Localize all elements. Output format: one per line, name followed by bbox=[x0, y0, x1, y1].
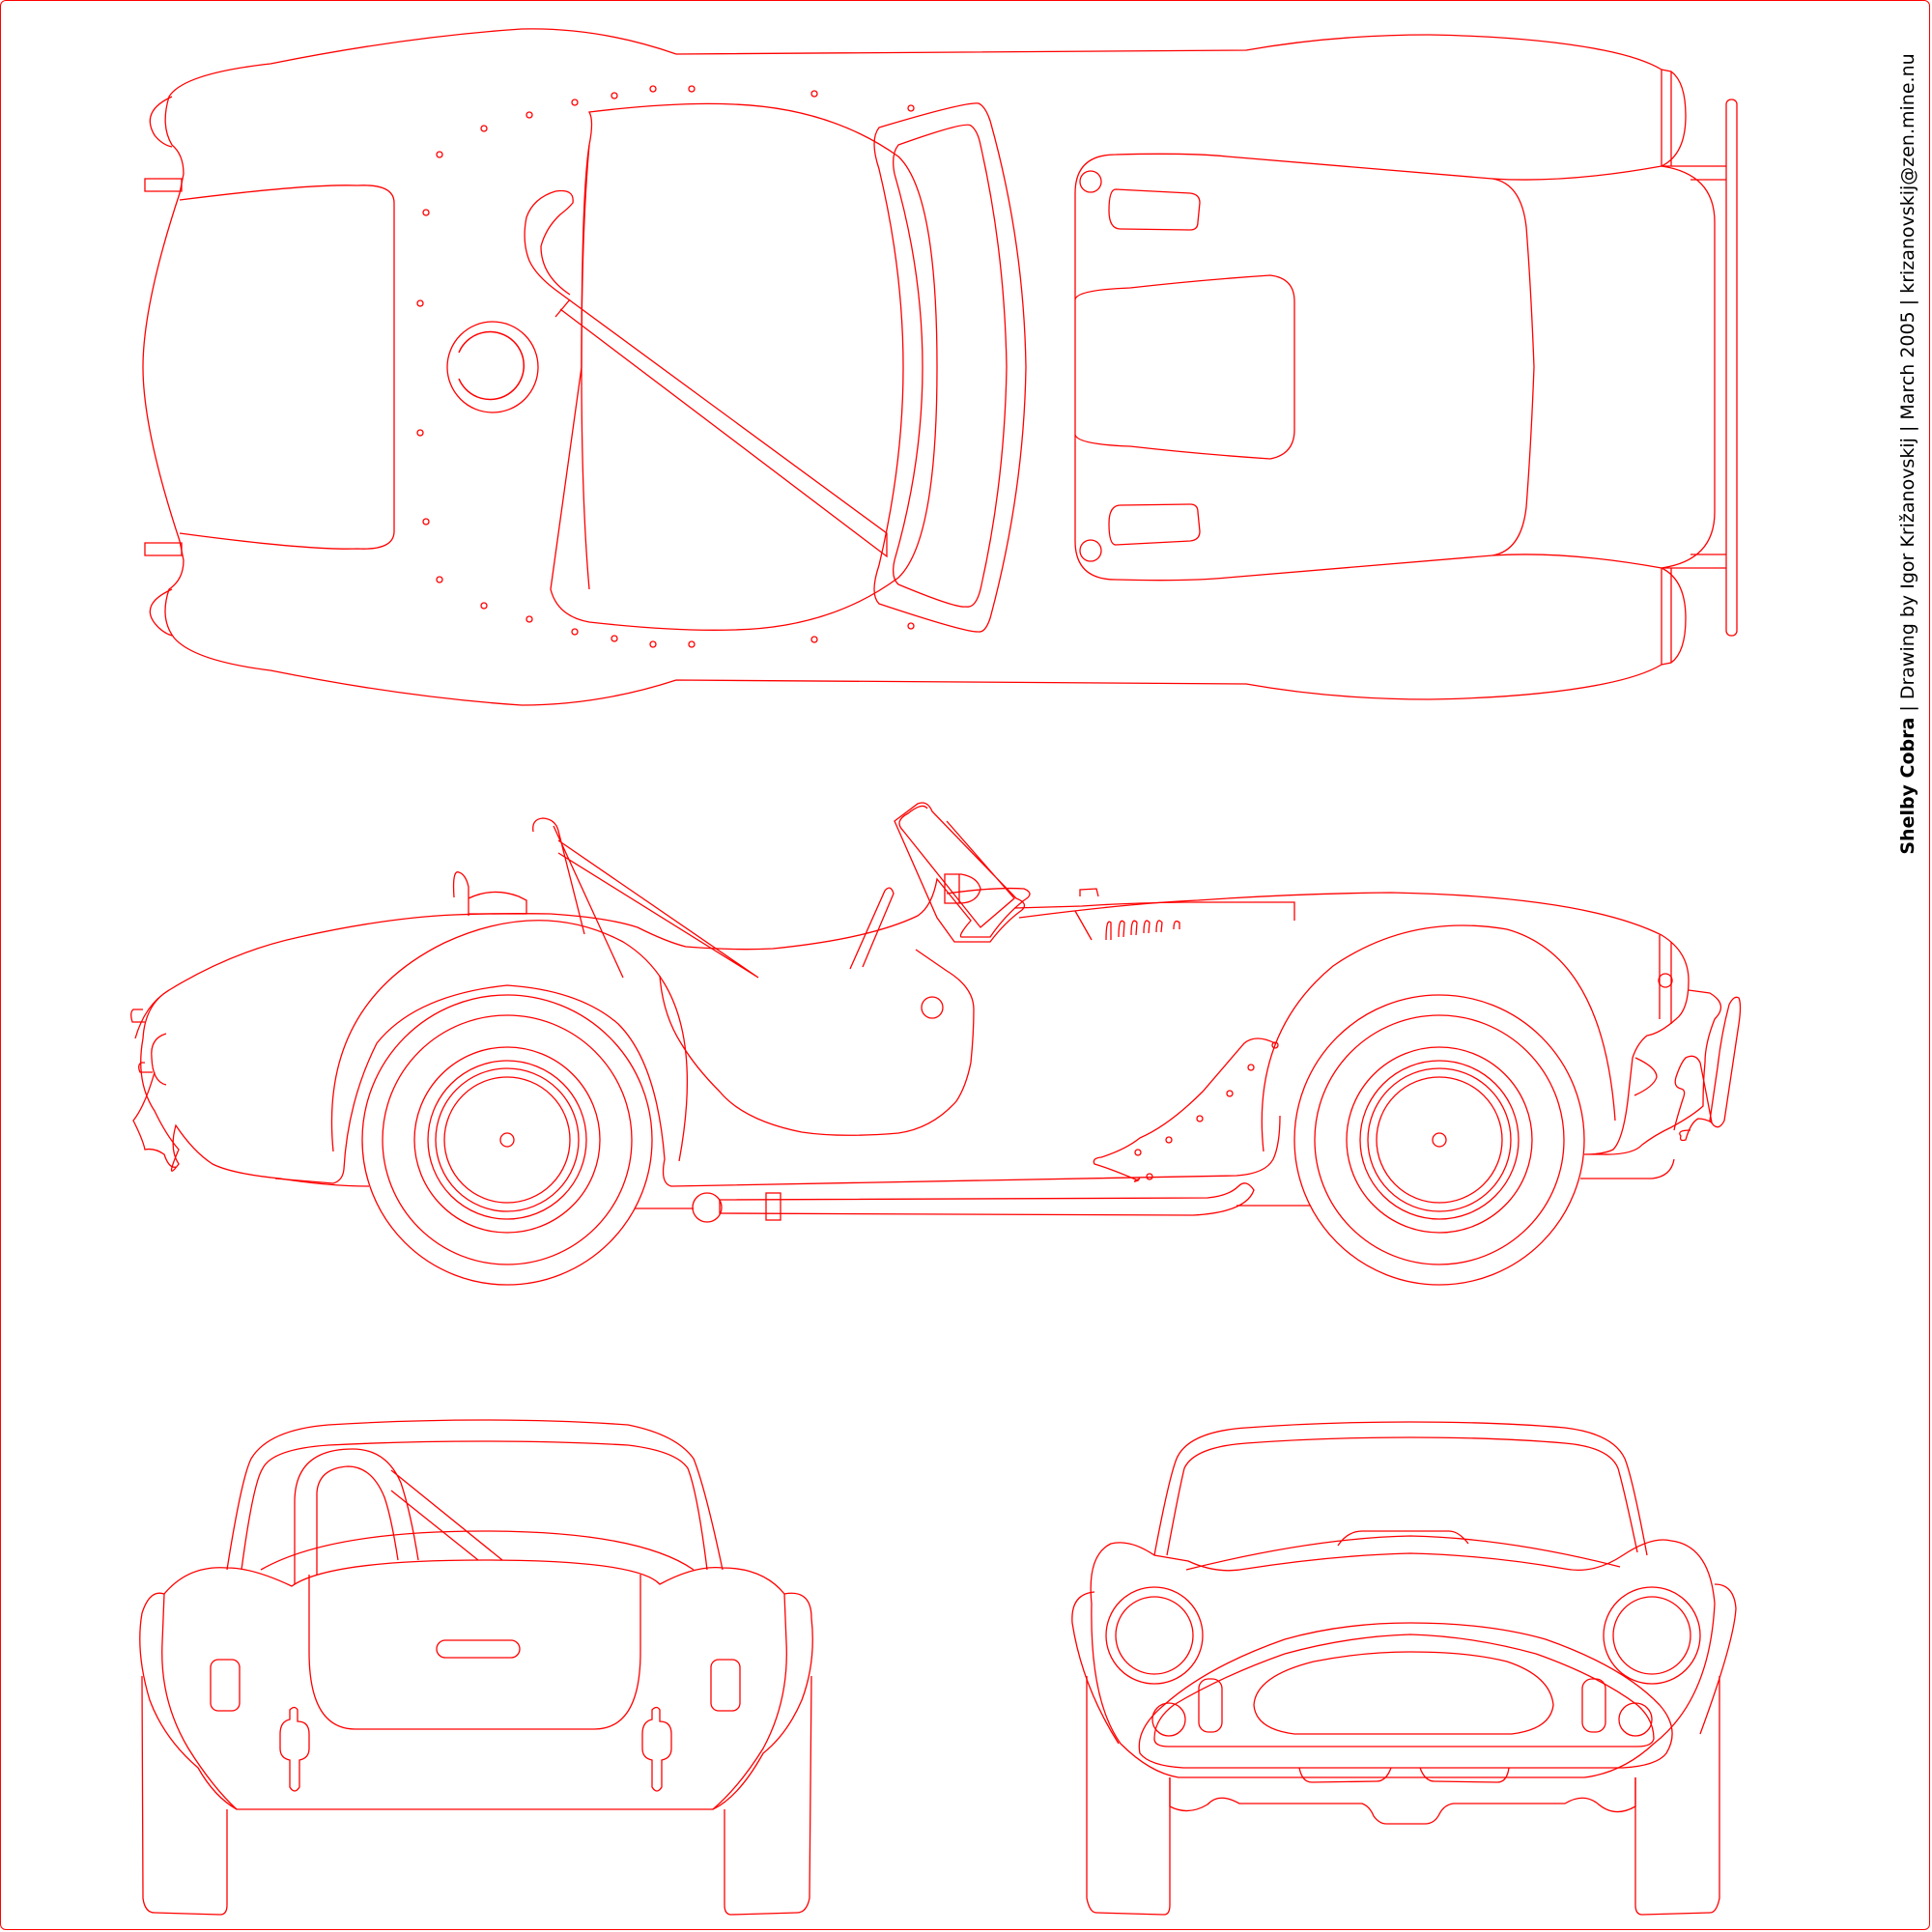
rear-view bbox=[139, 1419, 813, 1916]
rear-wheel-side bbox=[1261, 924, 1616, 1286]
caption-separator: | bbox=[1897, 419, 1918, 439]
caption-separator: | bbox=[1897, 699, 1918, 718]
rivets-side bbox=[1134, 1041, 1279, 1180]
caption-title: Shelby Cobra bbox=[1897, 717, 1918, 855]
caption-date: March 2005 bbox=[1897, 311, 1918, 420]
caption-separator: | bbox=[1897, 293, 1918, 312]
front-view bbox=[1071, 1421, 1737, 1916]
side-view bbox=[130, 802, 1742, 1286]
drawing-caption: Shelby Cobra | Drawing by Igor Križanovs… bbox=[1897, 53, 1918, 854]
caption-email: krizanovskij@zen.mine.nu bbox=[1897, 53, 1918, 294]
top-view bbox=[142, 28, 1738, 706]
caption-credit: Drawing by Igor Križanovskij bbox=[1897, 438, 1918, 700]
rivets-top bbox=[416, 85, 915, 648]
front-wheel-side bbox=[330, 920, 688, 1286]
